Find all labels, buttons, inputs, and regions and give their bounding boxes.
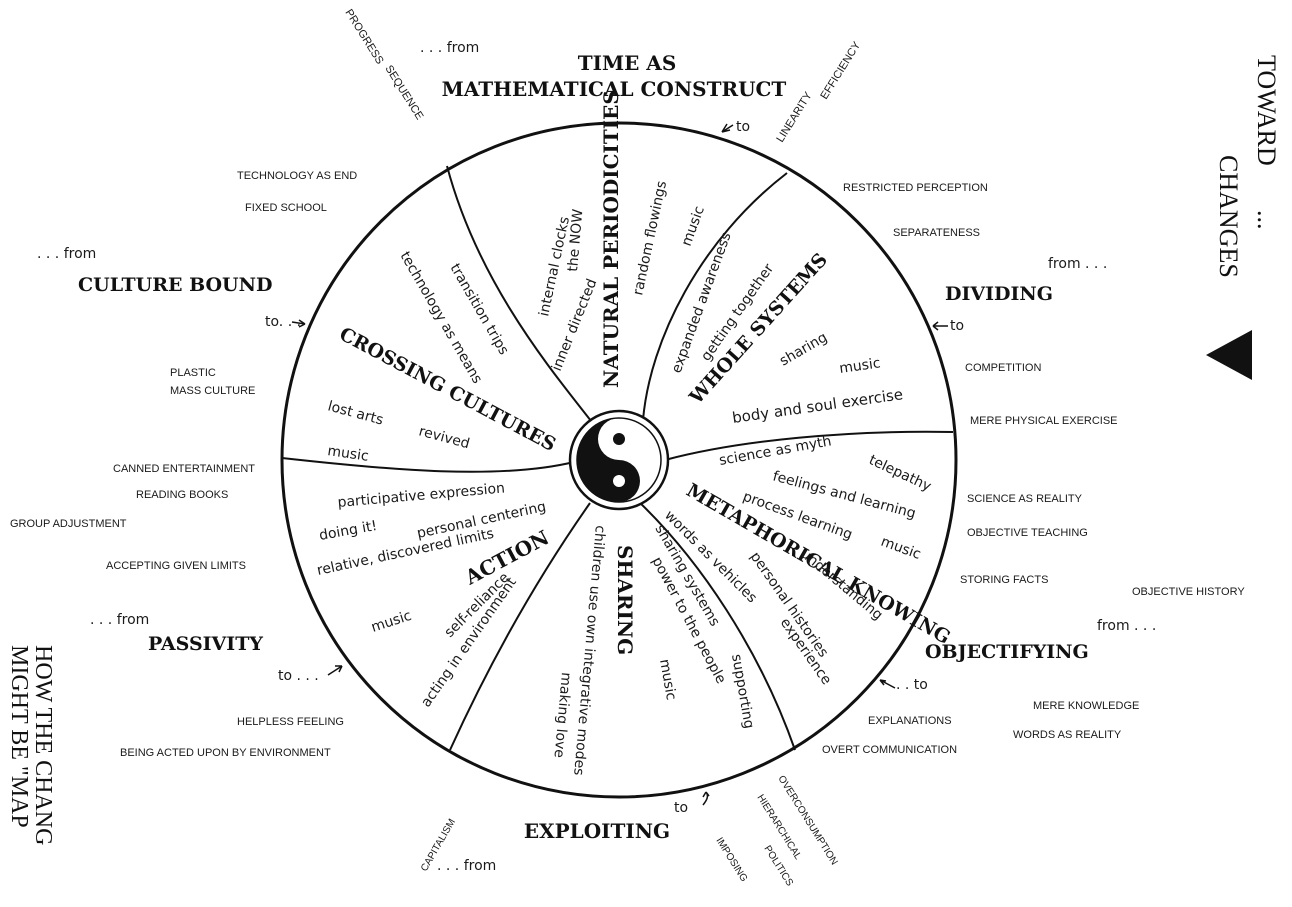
side-title-dots: ...: [1252, 210, 1281, 230]
wheel: [280, 121, 958, 799]
arrow-icon: [702, 791, 710, 806]
to-item: BEING ACTED UPON BY ENVIRONMENT: [120, 747, 331, 759]
segment-action: ACTION participative expression doing it…: [316, 480, 554, 710]
to-item: PLASTIC: [170, 367, 216, 379]
side-title-right: TOWARD CHANGES ...: [1206, 55, 1281, 380]
to-item: MASS CULTURE: [170, 385, 255, 397]
from-item: CANNED ENTERTAINMENT: [113, 463, 255, 475]
yin-yang-icon: [568, 409, 670, 511]
segment-item: music: [369, 608, 413, 636]
arrow-icon: [721, 123, 734, 133]
side-title-left: HOW THE CHANG MIGHT BE "MAP: [6, 645, 56, 845]
segment-item: supporting: [728, 653, 757, 730]
to-item: OVERCONSUMPTION: [775, 774, 839, 867]
segment-item: lost arts: [326, 398, 385, 428]
outer-heading: OBJECTIFYING: [925, 641, 1089, 663]
from-item: SEQUENCE: [382, 63, 425, 122]
divider-line: [449, 502, 591, 751]
divider-line: [664, 430, 954, 461]
from-label: from . . .: [1097, 618, 1156, 634]
segment-item: the NOW: [565, 208, 586, 272]
segment-item: science as myth: [718, 433, 833, 469]
to-item: WORDS AS REALITY: [1013, 729, 1122, 741]
to-label: to. . .: [265, 314, 301, 330]
arrow-icon: [932, 321, 948, 331]
divider-line: [281, 457, 575, 473]
to-label: to: [736, 119, 750, 135]
segment-item: sharing: [777, 330, 830, 370]
from-item: OBJECTIVE HISTORY: [1132, 586, 1245, 598]
arrow-icon: [879, 679, 896, 689]
divider-line: [642, 172, 788, 421]
segment-item: body and soul exercise: [731, 385, 904, 427]
outer-heading-line1: TIME AS: [578, 51, 677, 75]
to-item: EFFICIENCY: [818, 39, 863, 101]
from-label: from . . .: [1048, 256, 1107, 272]
wheel-outer-ring: [280, 121, 958, 799]
outer-heading: CULTURE BOUND: [78, 274, 272, 296]
segment-heading: SHARING: [613, 545, 637, 655]
from-label: . . . from: [420, 40, 479, 56]
to-item: EXPLANATIONS: [868, 715, 952, 727]
outer-objectifying: OBJECTIFYING SCIENCE AS REALITY OBJECTIV…: [822, 493, 1245, 756]
to-item: MERE KNOWLEDGE: [1033, 700, 1139, 712]
outer-heading-line2: MATHEMATICAL CONSTRUCT: [442, 77, 787, 101]
arrow-icon: [327, 665, 343, 676]
outer-heading: DIVIDING: [945, 283, 1053, 305]
to-label: to . . .: [278, 668, 319, 684]
from-item: SEPARATENESS: [893, 227, 980, 239]
from-item: GROUP ADJUSTMENT: [10, 518, 127, 530]
to-item: HELPLESS FEELING: [237, 716, 344, 728]
from-item: ACCEPTING GIVEN LIMITS: [106, 560, 246, 572]
from-item: READING BOOKS: [136, 489, 228, 501]
divider-line: [636, 499, 796, 751]
to-item: IMPOSING: [713, 836, 749, 884]
segment-item: music: [656, 658, 679, 702]
segment-item: music: [838, 355, 881, 377]
segment-item: music: [679, 204, 708, 248]
to-item: COMPETITION: [965, 362, 1041, 374]
from-label: . . . from: [90, 612, 149, 628]
from-item: SCIENCE AS REALITY: [967, 493, 1083, 505]
to-label: to: [950, 318, 964, 334]
segment-item: music: [879, 534, 923, 563]
to-label: to: [674, 800, 688, 816]
segment-item: random flowings: [630, 180, 670, 297]
from-item: STORING FACTS: [960, 574, 1048, 586]
segment-item: telepathy: [866, 452, 933, 495]
from-label: . . . from: [37, 246, 96, 262]
triangle-pointer-icon: [1206, 330, 1252, 380]
from-item: OBJECTIVE TEACHING: [967, 527, 1088, 539]
from-item: FIXED SCHOOL: [245, 202, 327, 214]
from-item: RESTRICTED PERCEPTION: [843, 182, 988, 194]
segment-item: revived: [417, 423, 471, 452]
to-item: OVERT COMMUNICATION: [822, 744, 957, 756]
side-title-line2: MIGHT BE "MAP: [6, 645, 32, 828]
side-title-line2: CHANGES: [1214, 155, 1243, 278]
outer-culture-bound: CULTURE BOUND TECHNOLOGY AS END FIXED SC…: [37, 170, 357, 397]
to-label: . . to: [896, 677, 928, 693]
segment-item: making love: [551, 672, 574, 759]
segment-item: children use own integrative modes: [570, 525, 608, 776]
segment-crossing-cultures: CROSSING CULTURES transition trips techn…: [326, 249, 560, 465]
outer-heading: EXPLOITING: [524, 819, 670, 843]
arrow-icon: [291, 319, 306, 328]
segment-item: music: [326, 443, 369, 465]
side-title-line1: HOW THE CHANG: [30, 645, 56, 845]
from-item: PROGRESS: [342, 7, 385, 66]
outer-exploiting: EXPLOITING CAPITALISM . . . from to OVER…: [419, 774, 839, 889]
from-label: . . . from: [437, 858, 496, 874]
to-item: MERE PHYSICAL EXERCISE: [970, 415, 1118, 427]
outer-heading: PASSIVITY: [148, 633, 263, 655]
from-item: TECHNOLOGY AS END: [237, 170, 357, 182]
outer-dividing: DIVIDING RESTRICTED PERCEPTION SEPARATEN…: [843, 182, 1118, 427]
segment-item: participative expression: [337, 480, 506, 511]
outer-passivity: PASSIVITY CANNED ENTERTAINMENT READING B…: [10, 463, 344, 759]
divider-line: [446, 165, 599, 431]
side-title-line1: TOWARD: [1252, 55, 1281, 166]
segment-heading: NATURAL PERIODICITIES: [599, 90, 623, 388]
segment-item: doing it!: [318, 518, 378, 544]
